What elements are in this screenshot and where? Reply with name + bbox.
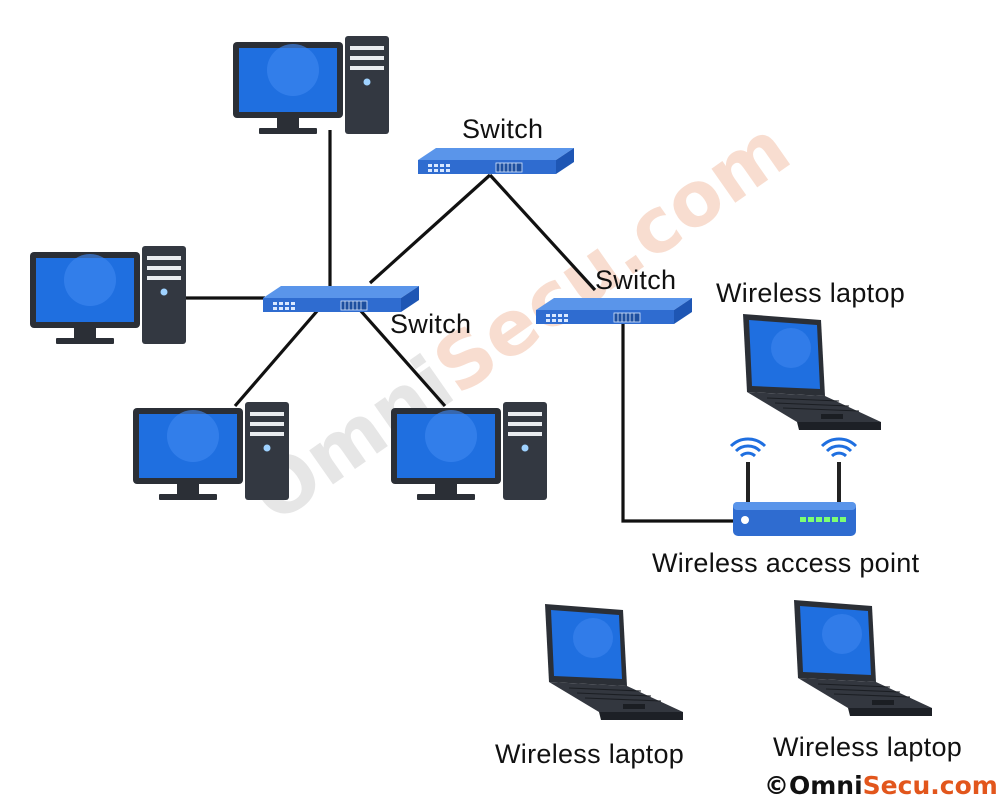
label-wireless-access-point: Wireless access point bbox=[652, 548, 920, 578]
copyright-symbol: © bbox=[764, 771, 789, 800]
copyright-brand: ©OmniSecu.com bbox=[764, 771, 998, 800]
label-switch-left: Switch bbox=[390, 309, 471, 339]
laptop-icon bbox=[793, 599, 933, 717]
network-links bbox=[185, 130, 733, 523]
network-switch-icon bbox=[535, 297, 693, 325]
desktop-computer-icon bbox=[30, 246, 186, 344]
label-switch-top: Switch bbox=[462, 114, 543, 144]
copyright-brand-part2: Secu.com bbox=[863, 771, 998, 800]
desktop-computer-icon bbox=[133, 402, 289, 500]
link-top-switch-to-right-switch bbox=[488, 173, 597, 292]
link-right-switch-to-access-point bbox=[621, 322, 733, 523]
wifi-signal-icon bbox=[820, 437, 858, 458]
copyright-brand-part1: Omni bbox=[789, 771, 863, 800]
laptop-icon bbox=[544, 603, 684, 721]
wireless-router-icon bbox=[729, 437, 858, 536]
label-switch-right: Switch bbox=[595, 265, 676, 295]
svg-text:©OmniSecu.com: ©OmniSecu.com bbox=[764, 771, 998, 800]
network-switch-icon bbox=[417, 147, 575, 175]
link-left-switch-to-top-switch bbox=[368, 173, 492, 285]
label-wireless-laptop-bottom-right: Wireless laptop bbox=[773, 732, 962, 762]
laptop-icon bbox=[742, 313, 882, 431]
link-left-switch-to-bottom-right-desktop bbox=[358, 308, 447, 408]
label-wireless-laptop-top: Wireless laptop bbox=[716, 278, 905, 308]
desktop-computer-icon bbox=[391, 402, 547, 500]
wifi-signal-icon bbox=[729, 437, 767, 458]
label-wireless-laptop-bottom-left: Wireless laptop bbox=[495, 739, 684, 769]
link-left-switch-to-bottom-left-desktop bbox=[233, 308, 320, 408]
desktop-computer-icon bbox=[233, 36, 389, 134]
